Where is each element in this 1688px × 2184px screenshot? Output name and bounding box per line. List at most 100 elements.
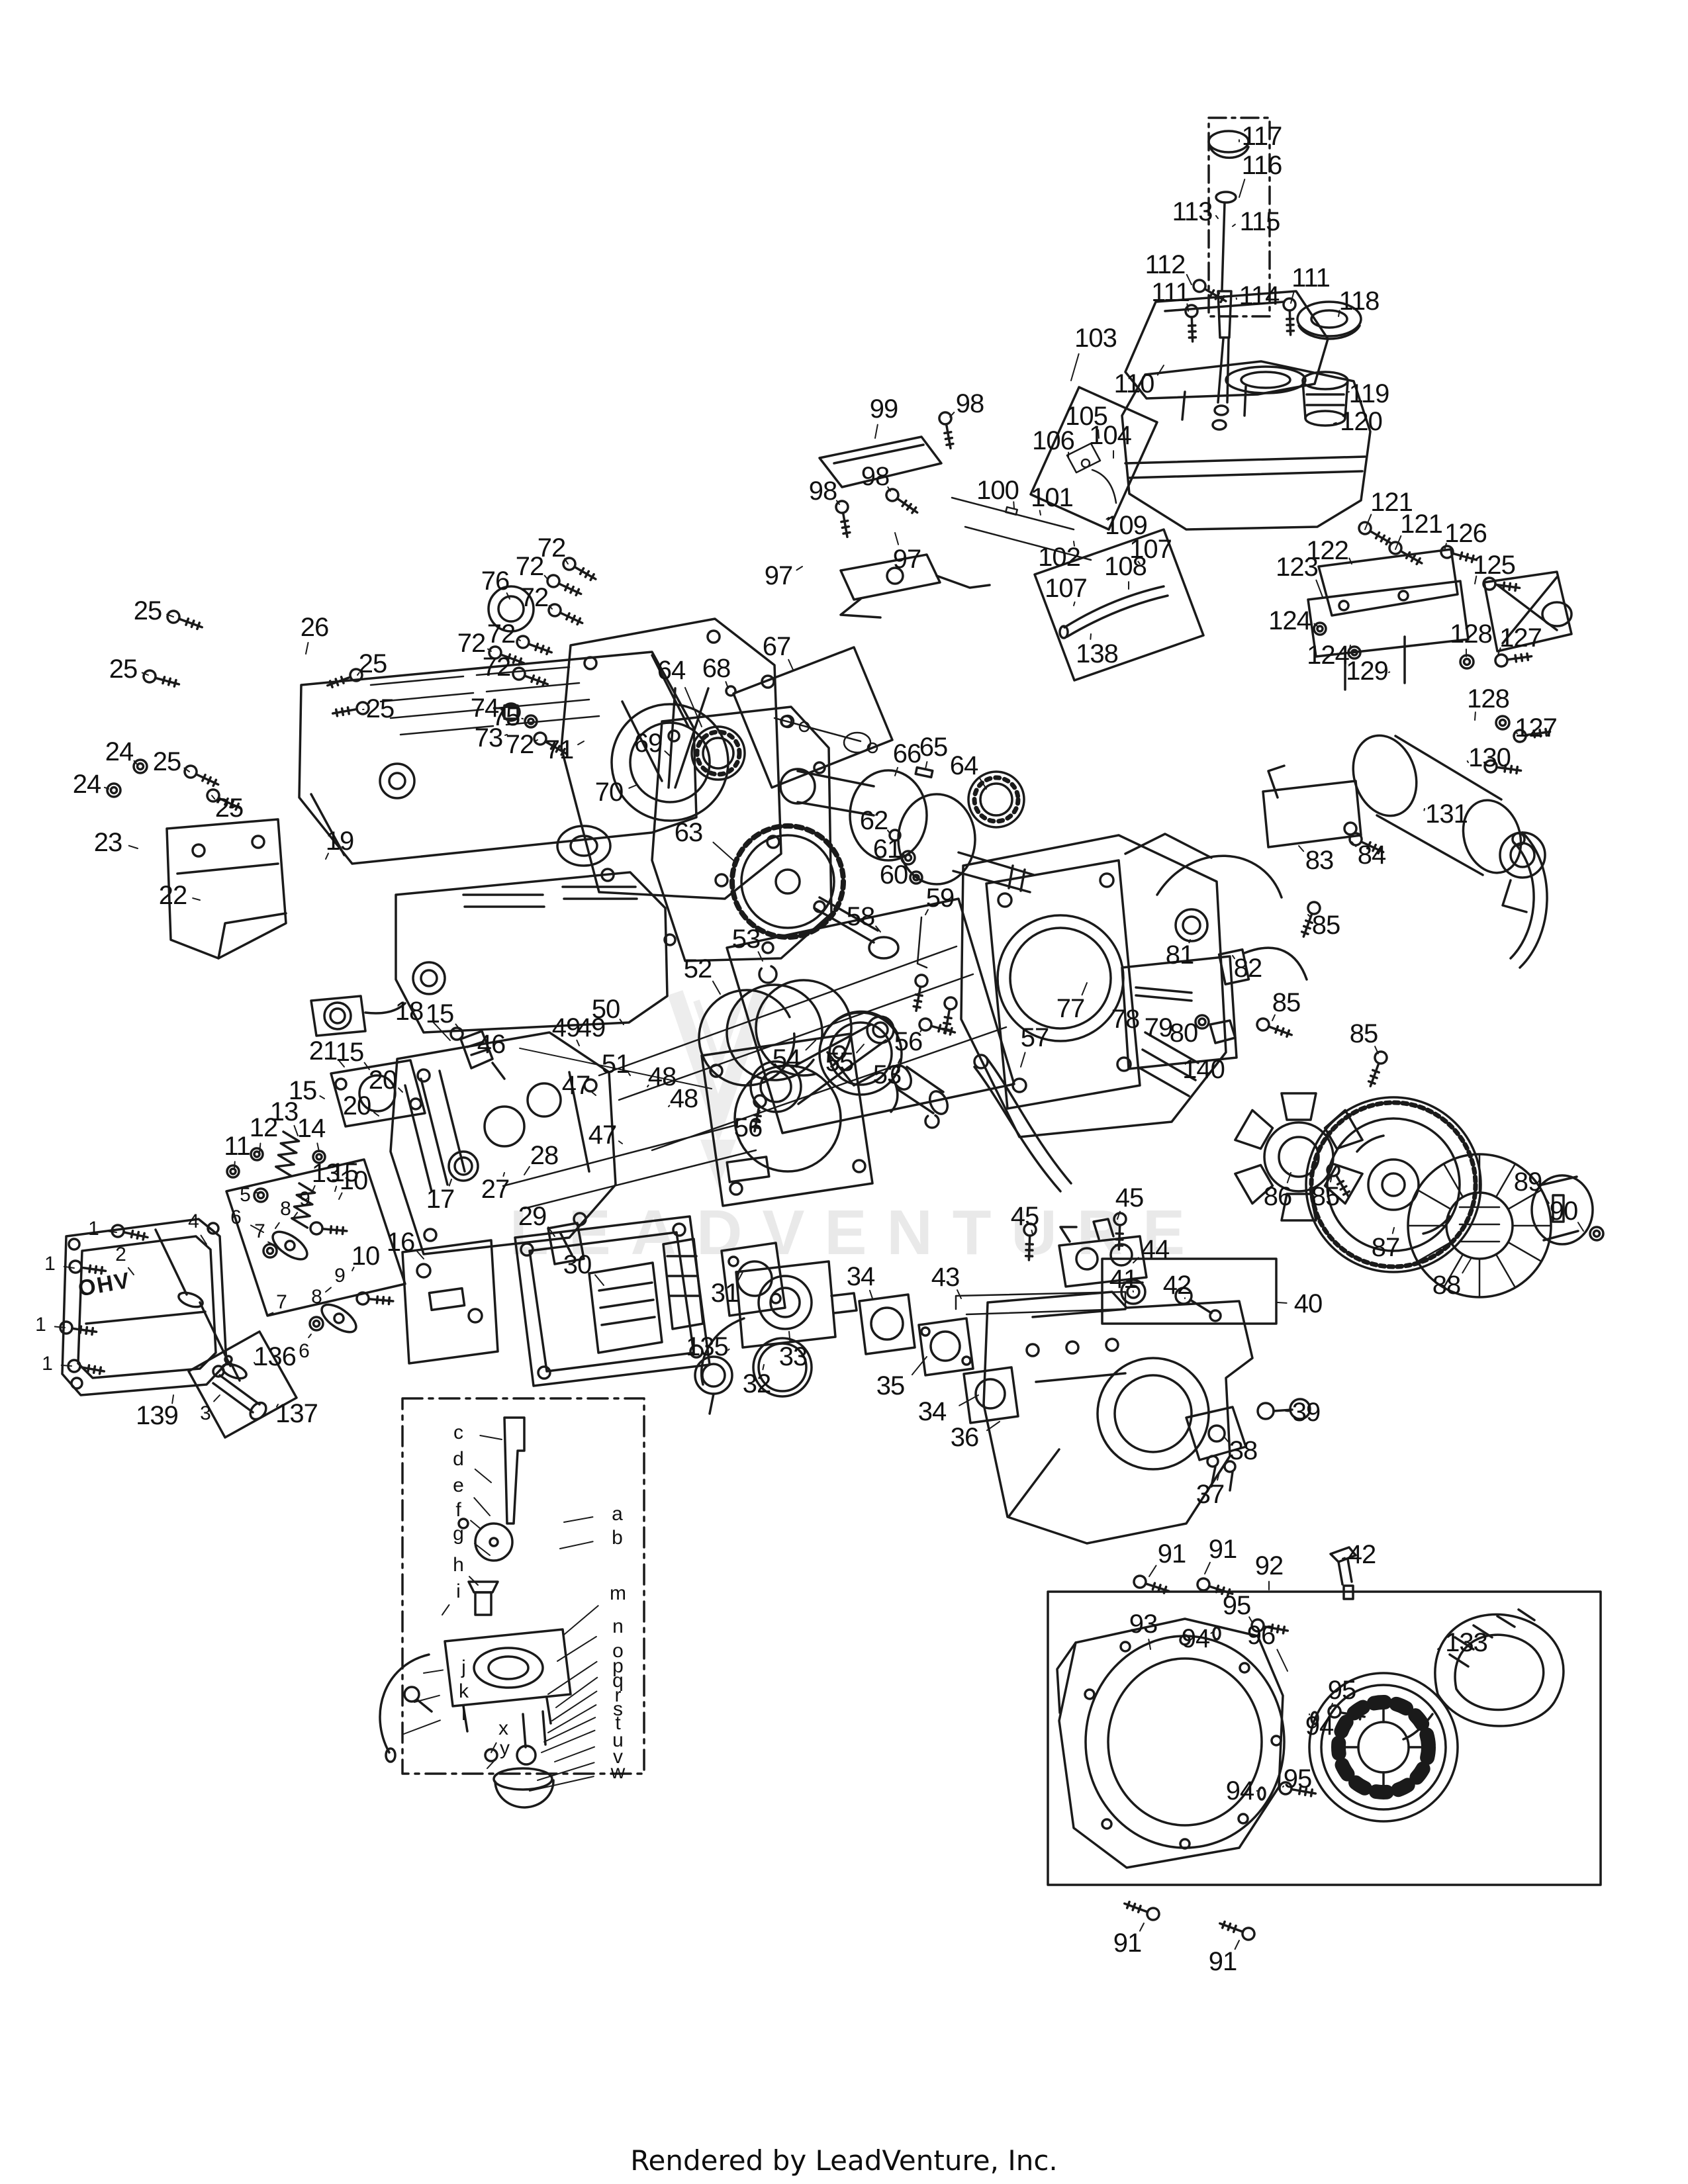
callout-label: 92: [1254, 1551, 1284, 1580]
callout-label: 133: [1445, 1628, 1488, 1657]
starter-nut: [1495, 715, 1511, 731]
callout-label: 15: [288, 1076, 317, 1105]
callout-label: 10: [339, 1166, 368, 1195]
choke-assembly: [1059, 1219, 1147, 1287]
cover-bolt: [559, 554, 600, 586]
callout-label: 64: [949, 751, 978, 780]
callout-label: 13: [269, 1097, 299, 1126]
pin: [890, 830, 900, 841]
governor-assembly: [841, 555, 990, 617]
callout-label: w: [610, 1761, 626, 1783]
fuel-tank: [1122, 361, 1370, 529]
callout-label: 61: [872, 835, 902, 864]
flywheel-nut: [1589, 1226, 1605, 1242]
shroud-plate: [402, 1240, 498, 1363]
callout-label: 2: [115, 1244, 126, 1265]
cover-bolt: [544, 572, 585, 601]
callout-label: 37: [1196, 1480, 1225, 1509]
callout-label: 126: [1444, 519, 1487, 548]
callout-label: 25: [152, 747, 181, 776]
ignition-coil: [1484, 572, 1571, 651]
callout-label: 101: [1031, 483, 1074, 512]
callout-label: 107: [1045, 574, 1088, 603]
starter-bolt: [1493, 649, 1534, 668]
oil-sensor: [1176, 909, 1207, 941]
callout-label: 25: [365, 694, 395, 723]
choke-rod: [956, 1292, 1125, 1314]
callout-label: 39: [1291, 1398, 1321, 1427]
callout-label: s: [613, 1698, 623, 1720]
callout-label: 47: [561, 1071, 590, 1100]
callout-label: 72: [537, 533, 566, 563]
callout-label: 125: [1473, 551, 1516, 580]
housing-clips: [1207, 1456, 1235, 1490]
recoil-housing: [1057, 1619, 1284, 1868]
callout-label: 12: [249, 1113, 278, 1142]
callout-label: 5: [240, 1184, 251, 1206]
piston-pin: [888, 1062, 951, 1116]
callout-label: 140: [1182, 1055, 1225, 1084]
callout-label: 29: [518, 1202, 547, 1231]
callout-label: 128: [1467, 684, 1510, 713]
callout-label: c: [453, 1422, 463, 1443]
kill-switch-wire: [1157, 856, 1307, 984]
muffler-bolt: [330, 700, 371, 721]
muffler: [396, 872, 667, 1032]
callout-label: 32: [742, 1369, 771, 1398]
callout-label: 28: [530, 1141, 559, 1170]
callout-label: 72: [515, 552, 544, 581]
housing-bolt: [1131, 1572, 1172, 1598]
callout-label: 8: [280, 1198, 291, 1220]
callout-label: 113: [1172, 197, 1213, 226]
muffler-bolt: [164, 608, 206, 634]
rocker-arms: [268, 1226, 360, 1337]
callout-label: 118: [1338, 287, 1380, 316]
callout-label: 89: [1513, 1167, 1542, 1197]
callout-label: 117: [1241, 122, 1283, 151]
callout-label: 100: [976, 476, 1019, 505]
callout-label: 91: [1113, 1929, 1142, 1958]
callout-label: 22: [158, 881, 187, 910]
cover-bolt: [514, 633, 555, 659]
exhaust-pipe: [311, 996, 405, 1036]
callout-label: f: [455, 1499, 461, 1521]
fuel-cap: [1297, 302, 1361, 339]
callout-label: 136: [254, 1342, 297, 1371]
fuel-shutoff: [695, 1357, 732, 1414]
callout-label: 102: [1038, 543, 1081, 572]
oil-switch: [1121, 1280, 1145, 1304]
callout-label: 67: [762, 632, 791, 661]
callout-label: 85: [1349, 1019, 1378, 1048]
callout-label: x: [498, 1717, 508, 1739]
fuel-line: [1060, 586, 1168, 638]
callout-label: 8: [311, 1286, 322, 1308]
callout-label: 107: [1129, 535, 1172, 564]
callout-label: 112: [1145, 250, 1186, 279]
callout-label: 51: [601, 1050, 630, 1079]
throttle-bracket-parts: [1067, 443, 1116, 503]
callout-label: 127: [1499, 623, 1542, 653]
callout-label: 23: [93, 828, 122, 857]
recoil-washer: [1311, 1712, 1318, 1724]
cylinder-head: [391, 1032, 616, 1254]
callout-label: 58: [846, 902, 875, 931]
callout-label: 94: [1305, 1711, 1334, 1741]
recoil-washer: [1213, 1627, 1220, 1639]
callout-label: 85: [1311, 911, 1340, 940]
callout-label: 42: [1162, 1271, 1192, 1300]
callout-label: 57: [1020, 1023, 1049, 1052]
cover-bolt: [545, 601, 586, 630]
cylinder-block: [961, 834, 1226, 1137]
starter-handle: [1403, 1610, 1564, 1739]
callout-label: 94: [1225, 1776, 1254, 1805]
callout-label: 19: [325, 827, 354, 856]
callout-label: 91: [1157, 1539, 1186, 1569]
callout-label: 15: [335, 1038, 364, 1067]
rocker-nut: [308, 1316, 324, 1332]
callout-label: 59: [925, 884, 955, 913]
callout-label: 96: [1246, 1621, 1276, 1650]
callout-label: 25: [214, 794, 244, 823]
stator-bolt: [1364, 1048, 1390, 1090]
